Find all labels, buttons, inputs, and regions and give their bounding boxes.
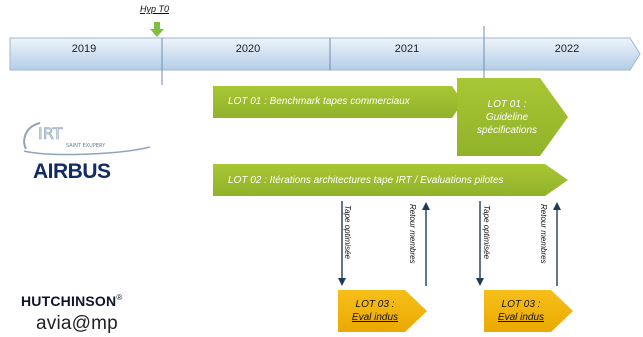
lot03-line: Eval indus: [351, 312, 399, 323]
lot01-benchmark-arrow: [213, 86, 463, 118]
hutchinson-logo: HUTCHINSON®: [21, 293, 122, 309]
lot03-line: Eval indus: [497, 312, 545, 323]
down-flow-arrowhead: [338, 278, 346, 286]
irt-logo-subtext: SAINT EXUPERY: [66, 143, 106, 149]
down-flow-arrowhead: [476, 278, 484, 286]
airbus-logo: AIRBUS: [33, 160, 111, 183]
flow-label-retour-membres: Retour membres: [408, 204, 417, 264]
lot01-guideline-label: LOT 01 : Guideline spécifications: [466, 98, 548, 137]
year-label: 2021: [394, 43, 420, 55]
irt-logo-text: IRT: [38, 124, 63, 143]
up-flow-arrowhead: [553, 202, 561, 210]
lot01-guideline-line: spécifications: [476, 125, 538, 136]
up-flow-arrowhead: [422, 202, 430, 210]
lot03-arrow-1: [338, 290, 427, 332]
timeline-band: [9, 37, 641, 71]
lot02-arrow: [213, 164, 568, 196]
year-label: 2019: [71, 43, 97, 55]
year-label: 2020: [235, 43, 261, 55]
lot03-line: LOT 03 :: [355, 299, 395, 310]
lot01-benchmark-label: LOT 01 : Benchmark tapes commerciaux: [228, 96, 410, 107]
aviacomp-logo: avia@mp: [36, 313, 118, 334]
flow-label-tape-optimisee: Tape optimisée: [343, 205, 352, 259]
milestone-marker-icon: [150, 29, 164, 37]
lot03-line: LOT 03 :: [501, 299, 541, 310]
hutchinson-logo-mark: ®: [116, 293, 123, 302]
lot03-arrow-2: [484, 290, 573, 332]
lot02-label: LOT 02 : Itérations architectures tape I…: [228, 175, 504, 186]
lot01-guideline-arrow: [457, 78, 568, 156]
milestone-label: Hyp T0: [140, 4, 170, 14]
milestone-marker-stem: [154, 22, 160, 29]
flow-label-retour-membres: Retour membres: [539, 204, 548, 264]
irt-logo: IRT SAINT EXUPERY: [23, 122, 151, 156]
lot01-guideline-line: LOT 01 :: [487, 99, 527, 110]
lot03-label-2: LOT 03 : Eval indus: [491, 298, 551, 324]
flow-label-tape-optimisee: Tape optimisée: [482, 205, 491, 259]
hutchinson-logo-text: HUTCHINSON: [21, 293, 117, 309]
lot03-label-1: LOT 03 : Eval indus: [345, 298, 405, 324]
year-label: 2022: [554, 43, 580, 55]
lot01-guideline-line: Guideline: [485, 112, 529, 123]
